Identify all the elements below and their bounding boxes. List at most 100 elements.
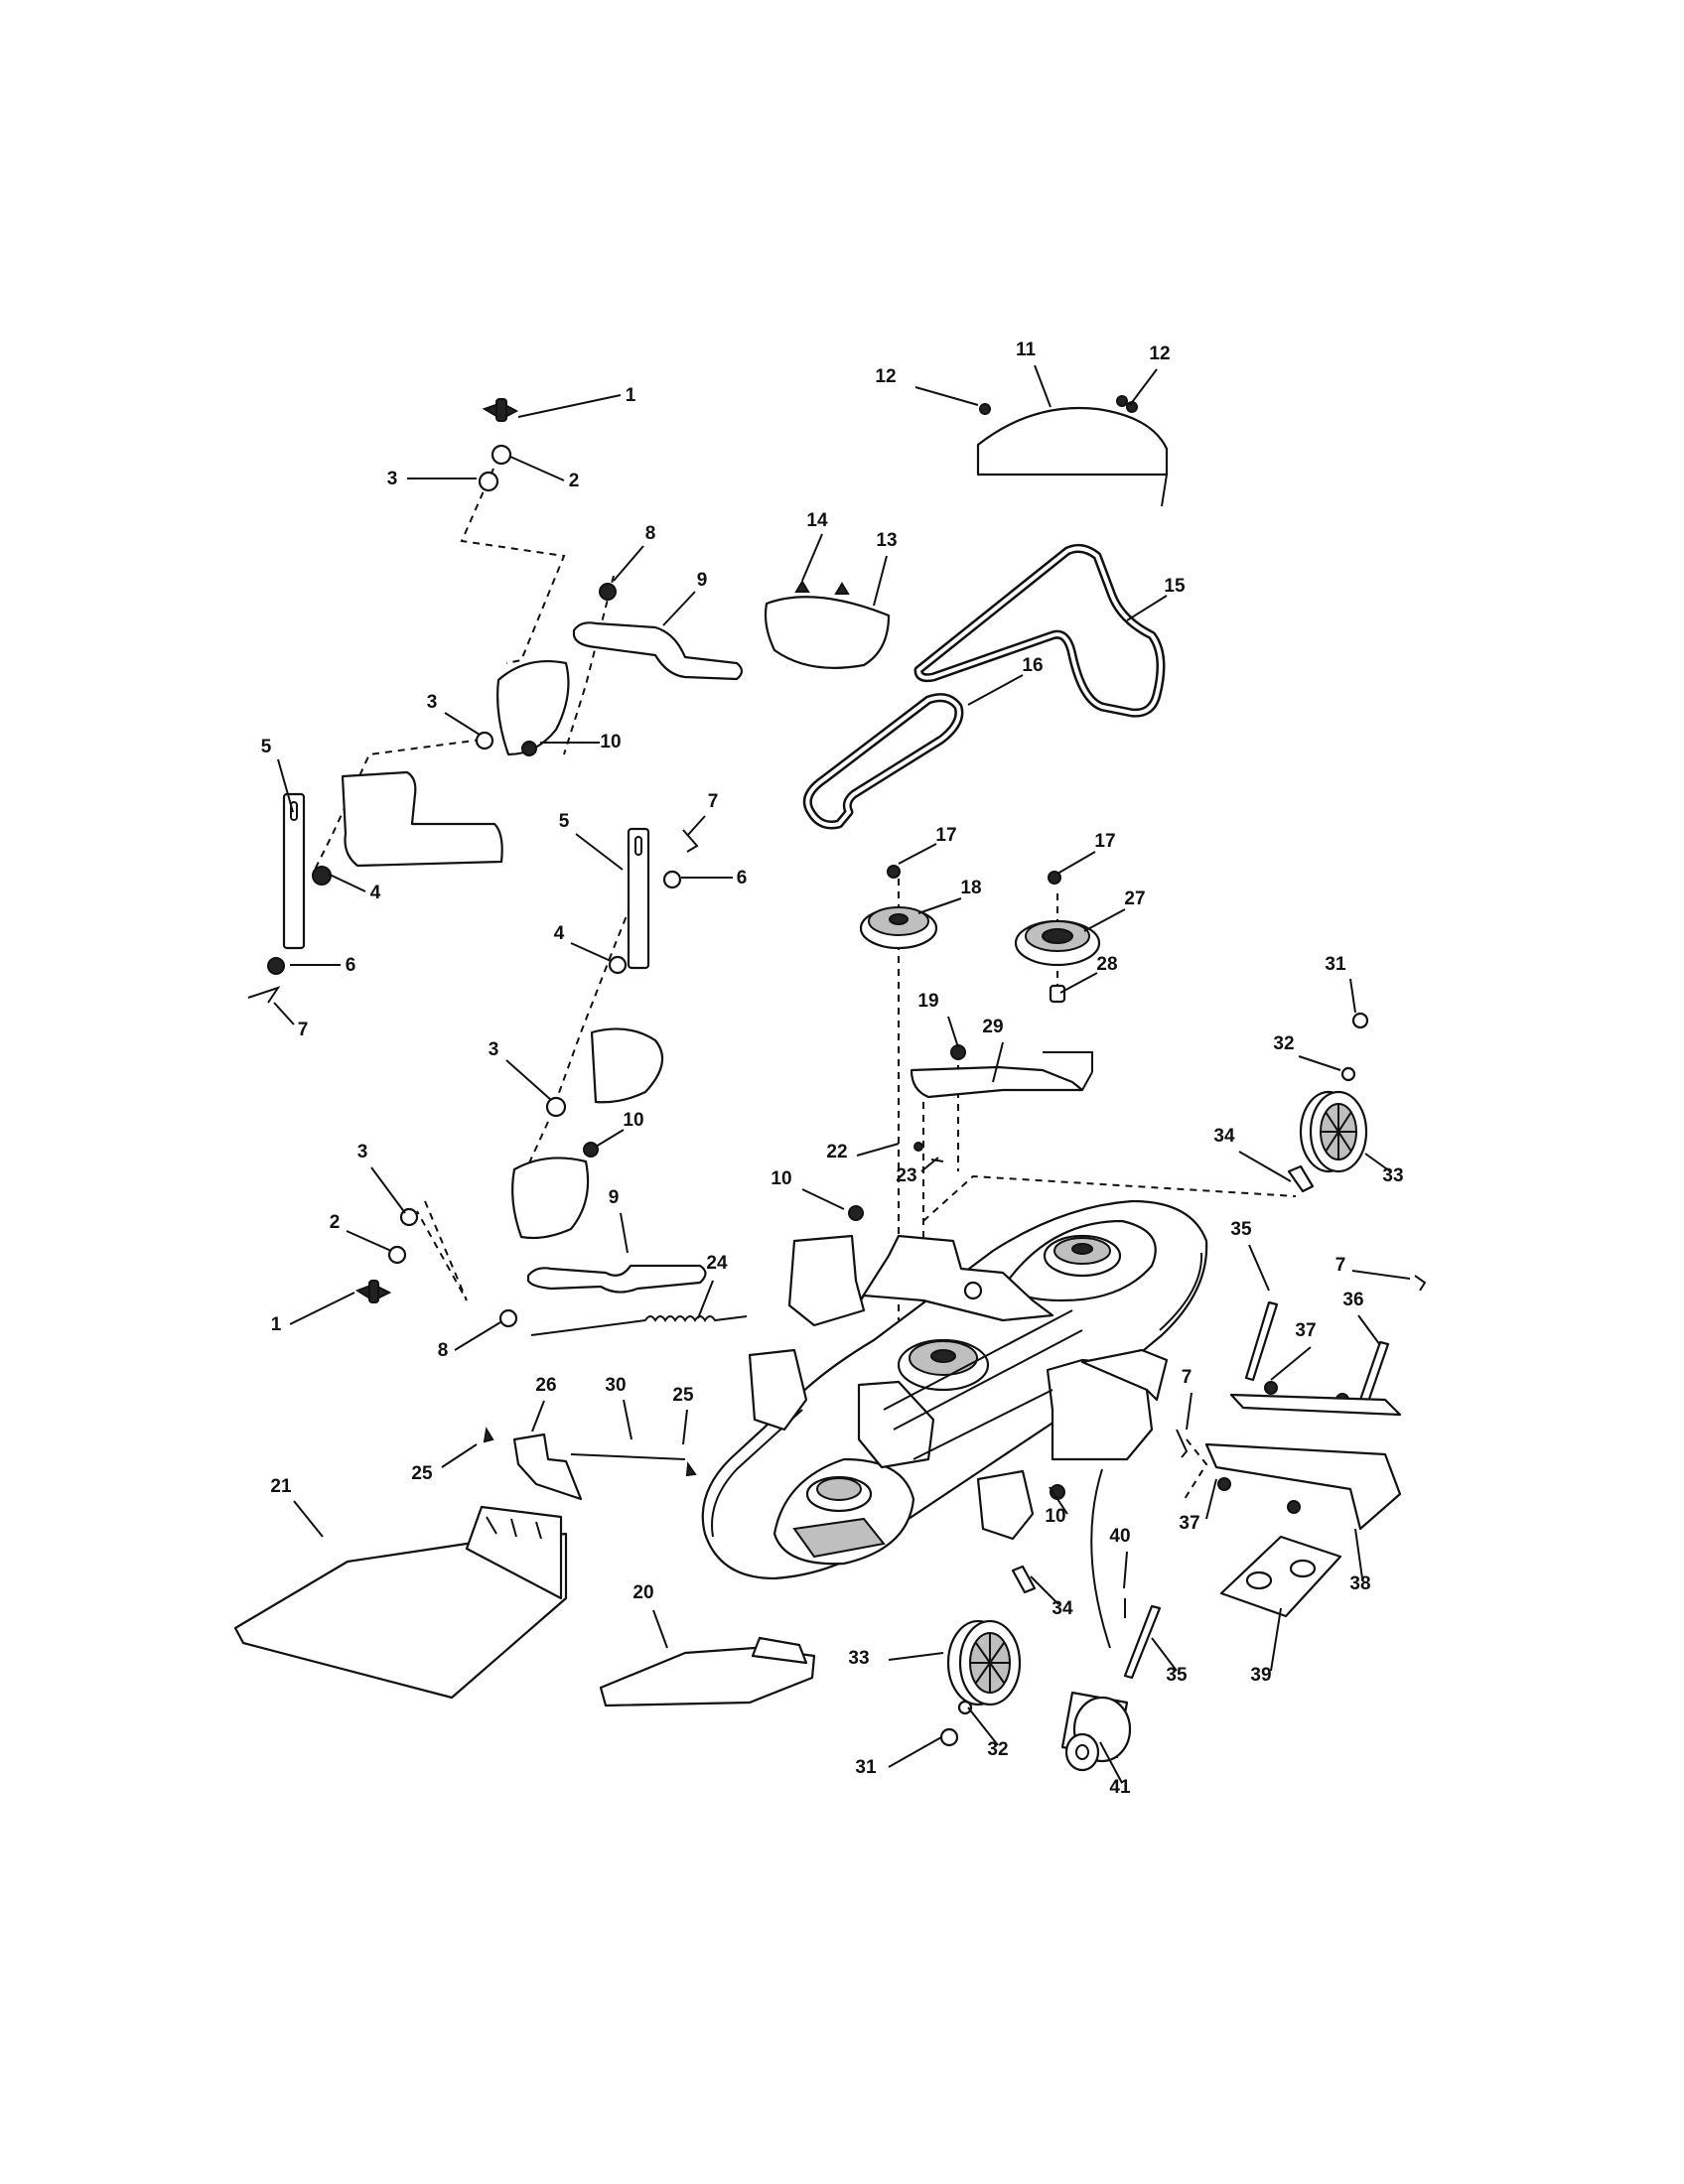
pulley-guard-13: [764, 596, 891, 669]
locknut-8-upper: [599, 583, 617, 601]
bushing-23: [930, 1159, 944, 1162]
callout-number-19: 19: [917, 991, 938, 1012]
callout-leader-24: [697, 1280, 714, 1319]
nut-37-c: [1217, 1477, 1231, 1491]
washer-6-right: [662, 870, 682, 889]
callout-number-38: 38: [1349, 1573, 1370, 1594]
callout-number-35: 35: [1166, 1665, 1188, 1686]
callout-number-28: 28: [1096, 954, 1117, 975]
callout-number-1: 1: [626, 385, 636, 406]
spring-24: [530, 1315, 748, 1336]
idler-pulley-27: [1014, 919, 1101, 967]
callout-leader-23: [920, 1157, 939, 1172]
callout-number-31: 31: [855, 1757, 877, 1778]
callout-leader-33: [888, 1652, 944, 1661]
callout-number-6: 6: [737, 868, 748, 888]
callout-leader-30: [623, 1399, 632, 1440]
callout-leader-19: [947, 1016, 959, 1048]
washer-32-lower: [957, 1700, 973, 1715]
mower-deck: [701, 1199, 1208, 1580]
callout-leader-20: [652, 1609, 668, 1649]
callout-leader-4: [570, 942, 612, 962]
callout-number-9: 9: [609, 1187, 620, 1208]
callout-number-35: 35: [1230, 1219, 1252, 1240]
callout-number-5: 5: [261, 737, 272, 757]
washer-3-middle: [545, 1096, 567, 1118]
bracket-38-upper: [1229, 1393, 1402, 1417]
callout-leader-18: [917, 897, 962, 914]
adjust-strap-left: [282, 792, 306, 950]
bolt-34-upper: [1287, 1164, 1315, 1193]
callout-leader-27: [1083, 908, 1126, 932]
callout-number-17: 17: [935, 825, 956, 846]
callout-number-41: 41: [1109, 1777, 1131, 1798]
callout-leader-35: [1248, 1244, 1270, 1292]
callout-leader-2: [346, 1230, 392, 1252]
callout-leader-26: [531, 1400, 545, 1433]
callout-number-39: 39: [1250, 1665, 1271, 1686]
callout-number-29: 29: [982, 1017, 1003, 1037]
belt-15: [913, 543, 1166, 718]
callout-leader-15: [1126, 595, 1168, 621]
washer-31-upper: [1351, 1012, 1369, 1029]
callout-number-10: 10: [623, 1110, 643, 1131]
callout-leader-7: [1351, 1270, 1411, 1280]
callout-number-7: 7: [708, 791, 719, 812]
callout-leader-31: [1349, 978, 1356, 1014]
rod-36: [1358, 1340, 1390, 1404]
idler-pulley-18: [859, 906, 938, 950]
locknut-10-middle: [583, 1142, 599, 1158]
callout-leader-39: [1270, 1607, 1282, 1672]
spacer-28: [1049, 984, 1066, 1004]
callout-number-33: 33: [848, 1648, 869, 1669]
callout-leader-13: [873, 555, 888, 607]
callout-number-4: 4: [554, 923, 565, 944]
callout-leader-4: [327, 873, 366, 892]
callout-leader-9: [620, 1212, 629, 1254]
bracket-upper: [496, 659, 570, 756]
callout-leader-12: [1129, 368, 1158, 406]
callout-number-12: 12: [1149, 343, 1170, 364]
callout-number-4: 4: [370, 883, 381, 903]
callout-number-16: 16: [1022, 655, 1043, 676]
callout-leader-29: [992, 1041, 1004, 1083]
callout-leader-14: [801, 533, 823, 582]
lift-arc: [1090, 1468, 1111, 1649]
callout-number-8: 8: [645, 523, 656, 544]
callout-number-34: 34: [1213, 1126, 1235, 1147]
callout-leader-8: [613, 545, 644, 582]
washer-31-lower: [939, 1727, 959, 1747]
callout-number-20: 20: [632, 1582, 653, 1603]
callout-number-1: 1: [271, 1314, 282, 1335]
callout-leader-31: [888, 1736, 942, 1768]
callout-leader-3: [505, 1059, 552, 1101]
callout-leader-32: [967, 1706, 999, 1746]
rod-35-lower: [1123, 1604, 1162, 1680]
callout-number-6: 6: [346, 955, 356, 976]
callout-leader-3: [370, 1166, 406, 1214]
callout-number-18: 18: [960, 878, 981, 898]
adjust-strap-right: [627, 827, 650, 970]
lift-link-upper: [572, 621, 744, 681]
callout-number-10: 10: [1045, 1506, 1065, 1527]
callout-leader-22: [856, 1143, 900, 1157]
screw-12-right-b: [1116, 395, 1128, 407]
callout-leader-38: [1354, 1528, 1363, 1579]
nut-37-a: [1264, 1381, 1278, 1395]
spacer-22: [913, 1142, 923, 1152]
callout-number-2: 2: [569, 471, 580, 491]
callout-leader-9: [662, 591, 696, 626]
callout-number-23: 23: [896, 1165, 916, 1186]
callout-leader-25: [682, 1409, 688, 1445]
rod-30: [570, 1453, 686, 1460]
callout-number-7: 7: [298, 1020, 309, 1040]
callout-number-12: 12: [875, 366, 896, 387]
roller-41: [1060, 1691, 1132, 1772]
discharge-chute-21: [233, 1505, 568, 1700]
callout-leader-8: [454, 1321, 501, 1351]
rod-35-upper: [1244, 1300, 1279, 1382]
callout-leader-10: [801, 1188, 845, 1210]
callout-number-37: 37: [1295, 1320, 1316, 1341]
